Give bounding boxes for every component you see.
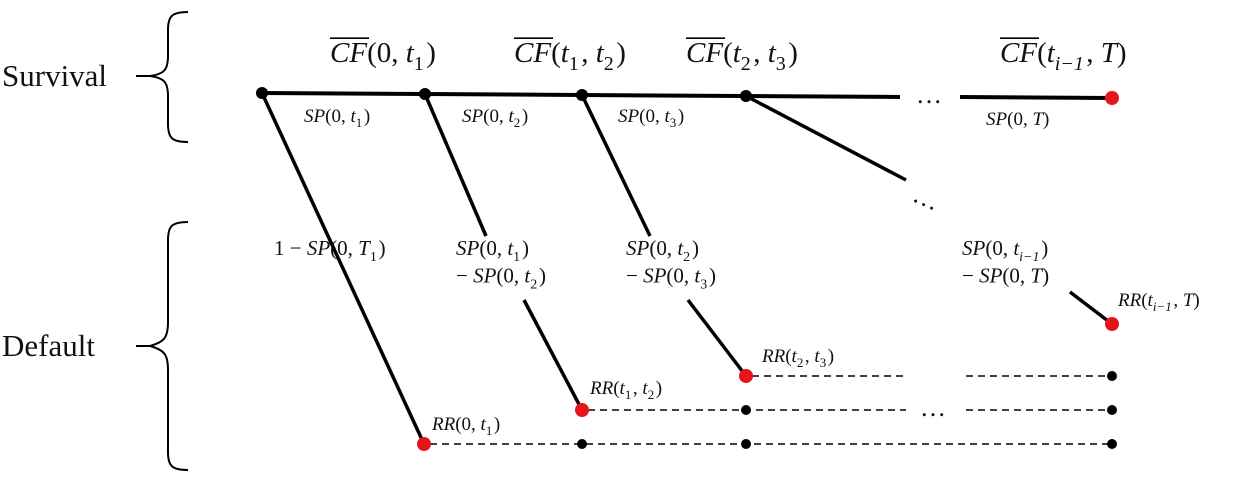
default-branch-3 <box>686 298 748 378</box>
terminal-survival-node <box>1105 91 1119 105</box>
continuation-node <box>1107 371 1117 381</box>
recovery-label: RR(ti−1 , T) <box>1117 290 1200 314</box>
default-recovery-node <box>739 369 753 383</box>
default-recovery-node <box>575 403 589 417</box>
cash-flow-label: CF(t1 , t2 ) <box>514 37 626 75</box>
cash-flow-label: CF(ti−1 , T) <box>1000 37 1127 75</box>
default-recovery-node <box>417 437 431 451</box>
cash-flow-label: CF(0, t1 ) <box>330 37 436 75</box>
dashed-continuations: … <box>430 375 1112 445</box>
survival-node <box>576 89 588 101</box>
nodes <box>256 87 1119 451</box>
survival-prob-label: SP(0, t2 ) <box>462 106 528 130</box>
default-prob-label: SP(0, t1 )− SP(0, t2 ) <box>456 236 546 292</box>
formula-labels: CF(0, t1 ) CF(t1 , t2 ) CF(t2 , t3 ) CF(… <box>274 37 1200 438</box>
default-branch-4 <box>745 94 907 182</box>
default-recovery-node <box>1105 317 1119 331</box>
default-prob-label: SP(0, ti−1 )− SP(0, T) <box>962 236 1049 287</box>
survival-prob-label: SP(0, t1 ) <box>304 106 370 130</box>
survival-label: Survival <box>2 58 107 93</box>
recovery-label: RR(0, t1 ) <box>431 414 500 438</box>
default-branch-2 <box>423 93 488 237</box>
survival-node <box>256 87 268 99</box>
survival-brace <box>149 11 189 143</box>
default-label: Default <box>2 328 95 363</box>
continuation-node <box>741 439 751 449</box>
continuation-node <box>1107 405 1117 415</box>
default-branch-2 <box>522 299 584 411</box>
default-branch-ellipsis: … <box>909 179 945 216</box>
survival-node <box>419 88 431 100</box>
survival-segment-final <box>959 95 1113 100</box>
default-brace <box>146 221 189 471</box>
continuation-node <box>741 405 751 415</box>
survival-prob-label: SP(0, T) <box>986 109 1049 130</box>
continuation-node <box>1107 439 1117 449</box>
default-prob-label: 1 − SP(0, T1 ) <box>274 236 386 265</box>
default-branch-1 <box>260 92 426 445</box>
default-branch-3 <box>580 94 652 237</box>
default-branch-4 <box>1068 290 1114 326</box>
survival-ellipsis: … <box>916 80 942 109</box>
recovery-label: RR(t2 , t3 ) <box>761 346 834 370</box>
survival-path: … <box>261 80 1113 109</box>
continuation-node <box>577 439 587 449</box>
default-prob-label: SP(0, t2 )− SP(0, t3 ) <box>626 236 716 292</box>
dashed-ellipsis: … <box>920 393 946 422</box>
survival-node <box>740 90 752 102</box>
cash-flow-label: CF(t2 , t3 ) <box>686 37 798 75</box>
recovery-label: RR(t1 , t2 ) <box>589 378 662 402</box>
survival-prob-label: SP(0, t3 ) <box>618 106 684 130</box>
